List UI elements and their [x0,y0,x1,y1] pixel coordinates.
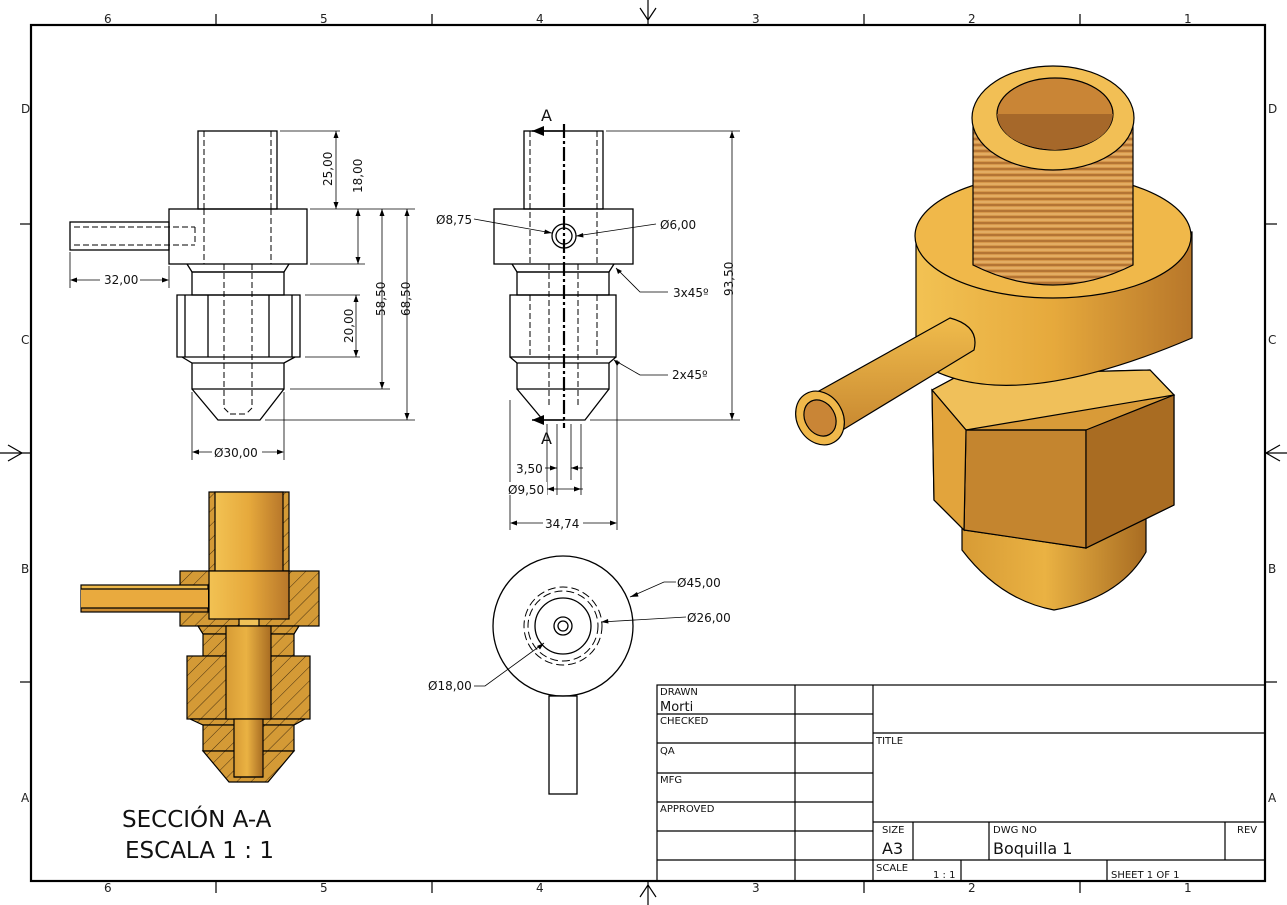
dim-diam-6: Ø6,00 [660,218,696,232]
zone-col-4-top: 4 [536,12,544,26]
tb-dwg-no-value: Boquilla 1 [993,839,1072,858]
dim-58-5: 58,50 [374,282,388,316]
section-title: SECCIÓN A-A [122,805,272,833]
zone-col-5-bottom: 5 [320,881,328,895]
tb-title-label: TITLE [875,736,903,747]
dim-diam-8-75: Ø8,75 [436,213,472,227]
dim-diam-30: Ø30,00 [214,446,258,460]
center-arrows [7,7,1281,898]
zone-col-4-bottom: 4 [536,881,544,895]
tb-dwg-no-label: DWG NO [993,825,1037,836]
dim-diam-45: Ø45,00 [677,576,721,590]
section-marker-bottom: A [541,429,552,448]
dim-diam-18: Ø18,00 [428,679,472,693]
tb-drawn-value: Morti [660,700,693,715]
title-block [656,684,1266,882]
chamfer-2x45: 2x45º [672,368,708,382]
zone-col-1-bottom: 1 [1184,881,1192,895]
side-view-dimensions [473,130,740,530]
zone-row-A-right: A [1268,791,1277,805]
section-line-a-a [532,124,566,428]
zone-col-3-top: 3 [752,12,760,26]
side-view-arrowheads [510,131,735,526]
tb-drawn-label: DRAWN [660,687,698,698]
dim-25: 25,00 [321,152,335,186]
dim-32: 32,00 [104,273,138,287]
zone-col-1-top: 1 [1184,12,1192,26]
section-marker-top: A [541,106,552,125]
top-view-dimensions [474,581,687,687]
tb-checked-label: CHECKED [660,716,709,727]
dim-3-5: 3,50 [516,462,543,476]
tb-mfg-label: MFG [660,775,682,786]
front-view-arrowheads [70,131,410,455]
zone-col-2-bottom: 2 [968,881,976,895]
zone-row-B-right: B [1268,562,1276,576]
section-scale: ESCALA 1 : 1 [125,838,274,864]
zone-row-A-left: A [21,791,30,805]
tb-rev-label: REV [1237,825,1257,836]
tb-scale-label: SCALE [876,863,908,874]
tb-qa-label: QA [660,746,675,757]
isometric-view [795,65,1193,611]
dim-diam-26: Ø26,00 [687,611,731,625]
dim-68-5: 68,50 [399,282,413,316]
top-view [492,555,634,795]
tb-size-value: A3 [882,839,903,858]
zone-col-2-top: 2 [968,12,976,26]
front-view [69,130,308,421]
dim-93-5: 93,50 [722,262,736,296]
dim-18: 18,00 [351,159,365,193]
zone-col-6-bottom: 6 [104,881,112,895]
tb-approved-label: APPROVED [660,804,715,815]
top-view-arrowheads [537,592,639,650]
chamfer-3x45: 3x45º [673,286,709,300]
dim-20: 20,00 [342,309,356,343]
tb-sheet: SHEET 1 OF 1 [1111,870,1180,881]
zone-col-6-top: 6 [104,12,112,26]
zone-row-D-right: D [1268,102,1277,116]
dim-34-74: 34,74 [545,517,579,531]
tb-size-label: SIZE [882,825,904,836]
zone-row-B-left: B [21,562,29,576]
zone-row-D-left: D [21,102,30,116]
zone-row-C-left: C [21,333,29,347]
zone-col-5-top: 5 [320,12,328,26]
dim-diam-9-5: Ø9,50 [508,483,544,497]
zone-col-3-bottom: 3 [752,881,760,895]
tb-scale-value: 1 : 1 [933,870,955,881]
zone-row-C-right: C [1268,333,1276,347]
section-view [80,491,320,783]
